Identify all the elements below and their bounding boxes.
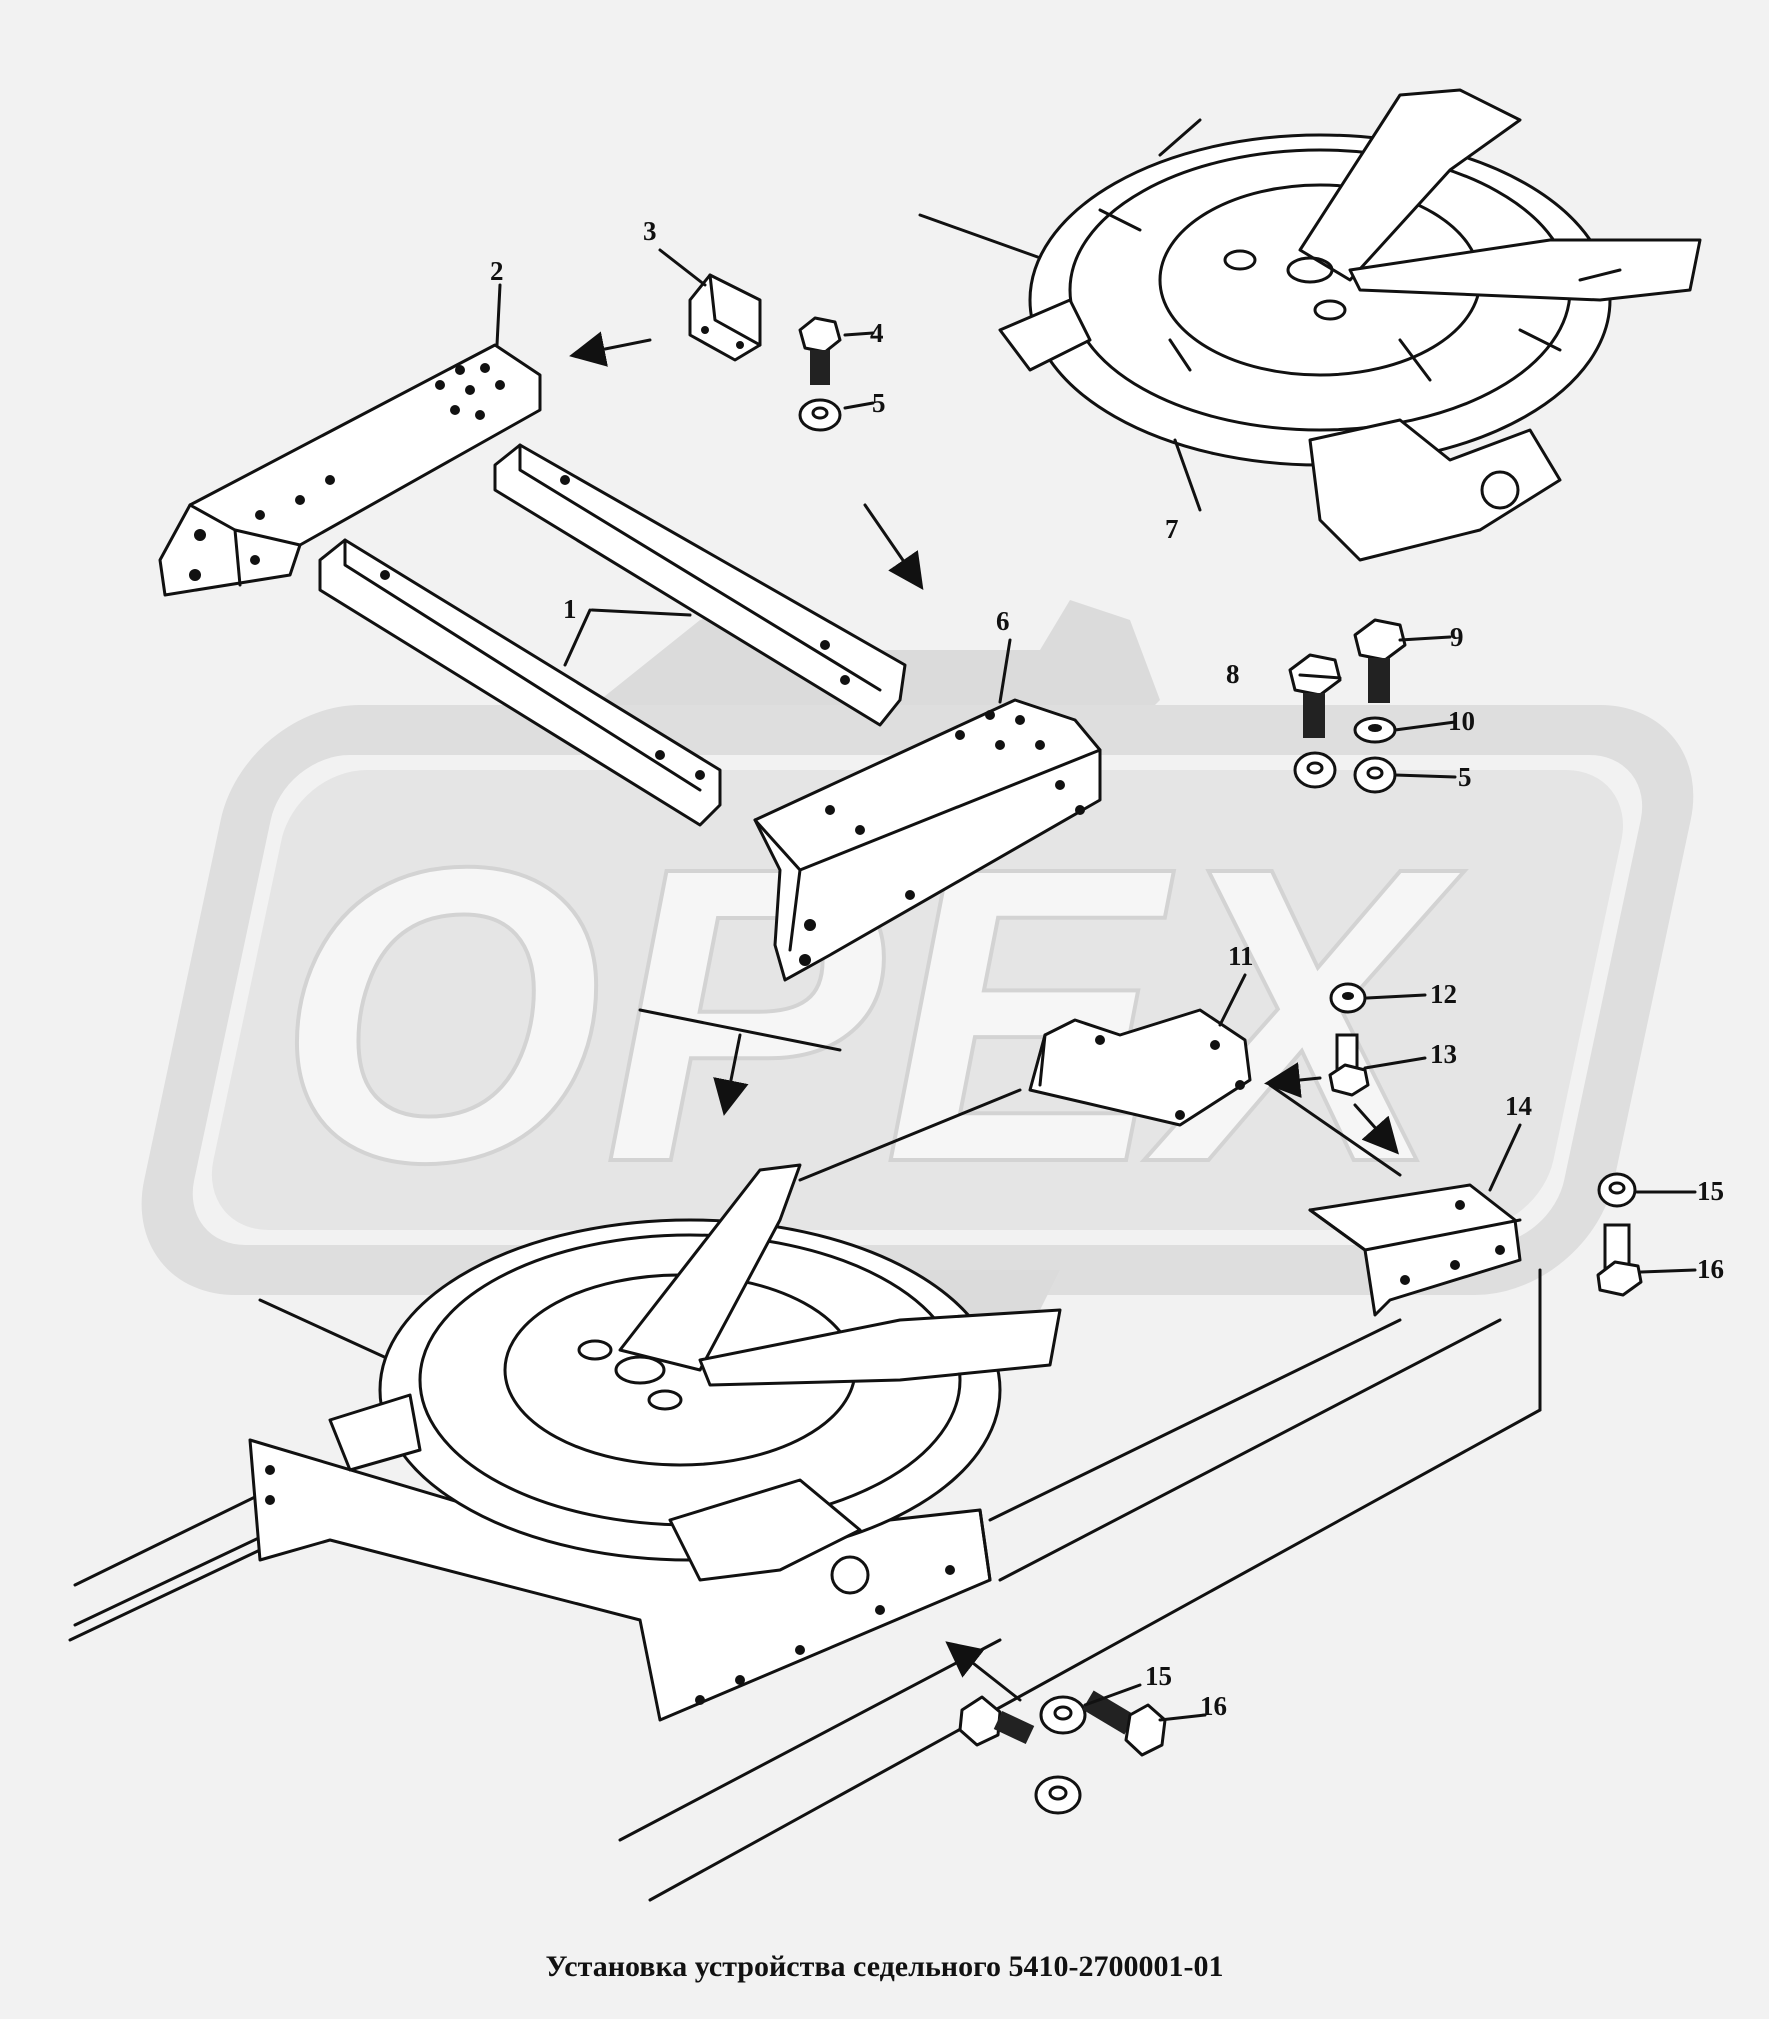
- diagram-caption: Установка устройства седельного 5410-270…: [545, 1950, 1224, 1983]
- bolt-bottom-left: [958, 1695, 1035, 1747]
- part-16-bolt: [1596, 1223, 1643, 1297]
- callout-16b: 16: [1200, 1691, 1227, 1721]
- callout-2: 2: [490, 256, 504, 286]
- part-7-fifth-wheel: [918, 88, 1702, 562]
- part-10-washer: [1353, 716, 1397, 744]
- callout-11: 11: [1228, 941, 1254, 971]
- callout-1: 1: [563, 594, 577, 624]
- callout-7: 7: [1165, 514, 1179, 544]
- callout-numbers: 1 2 3 4 5 6 7 8 9 10 5 11 12 13 14 15 16…: [490, 216, 1724, 1721]
- callout-6: 6: [996, 606, 1010, 636]
- part-5-nuts-pair: [1293, 751, 1397, 794]
- part-12-nut: [1329, 982, 1367, 1014]
- callout-3: 3: [643, 216, 657, 246]
- part-1-channels: [318, 443, 907, 827]
- part-9-bolt: [1353, 618, 1407, 703]
- part-3-small-bracket: [688, 273, 762, 362]
- part-14-bracket: [1308, 1183, 1522, 1317]
- callout-14: 14: [1505, 1091, 1532, 1121]
- assembly-arrows: [569, 331, 1402, 1702]
- part-13-bolt: [1328, 1033, 1370, 1097]
- callout-12: 12: [1430, 979, 1457, 1009]
- callout-5b: 5: [1458, 762, 1472, 792]
- callout-15b: 15: [1145, 1661, 1172, 1691]
- callout-15: 15: [1697, 1176, 1724, 1206]
- part-11-bracket: [1028, 1008, 1252, 1127]
- nut-bottom-left: [1034, 1775, 1082, 1815]
- part-16-bolt-bottom: [1082, 1690, 1167, 1757]
- callout-5: 5: [872, 388, 886, 418]
- part-15-nut: [1597, 1172, 1637, 1208]
- part-5-nut: [798, 398, 842, 432]
- callout-16: 16: [1697, 1254, 1724, 1284]
- part-2-bracket: [158, 343, 542, 597]
- leader-lines: [495, 248, 1697, 1722]
- assembled-fifth-wheel: [248, 1163, 1062, 1722]
- part-15-nut-bottom: [1039, 1695, 1087, 1735]
- callout-9: 9: [1450, 622, 1464, 652]
- callout-4: 4: [870, 318, 884, 348]
- callout-8: 8: [1226, 659, 1240, 689]
- part-4-bolt: [798, 316, 842, 385]
- callout-10: 10: [1448, 706, 1475, 736]
- part-6-bracket: [753, 698, 1102, 982]
- callout-13: 13: [1430, 1039, 1457, 1069]
